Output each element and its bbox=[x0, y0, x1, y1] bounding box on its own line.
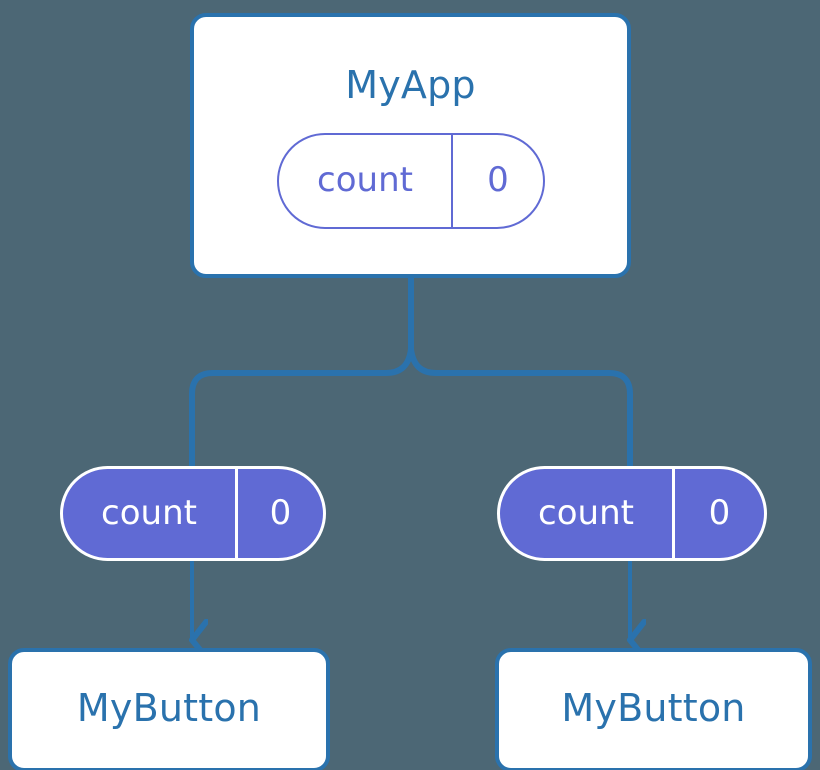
tree-split-line-right bbox=[408, 346, 633, 469]
component-box-mybutton-right[interactable]: MyButton bbox=[495, 648, 812, 770]
prop-pill-right[interactable]: count 0 bbox=[497, 466, 767, 561]
state-pill-key: count bbox=[279, 135, 453, 227]
state-pill-myapp[interactable]: count 0 bbox=[277, 133, 545, 229]
state-pill-value: 0 bbox=[487, 160, 509, 200]
component-title-mybutton: MyButton bbox=[76, 686, 262, 730]
component-title-mybutton: MyButton bbox=[561, 686, 746, 730]
component-box-mybutton-left[interactable]: MyButton bbox=[8, 648, 330, 770]
prop-pill-key: count bbox=[500, 469, 675, 558]
prop-pill-value: 0 bbox=[708, 492, 731, 533]
prop-pill-value: 0 bbox=[269, 492, 292, 533]
prop-pill-key: count bbox=[63, 469, 238, 558]
component-title-myapp: MyApp bbox=[345, 63, 476, 107]
tree-split-line bbox=[189, 346, 414, 469]
prop-pill-left[interactable]: count 0 bbox=[60, 466, 326, 561]
